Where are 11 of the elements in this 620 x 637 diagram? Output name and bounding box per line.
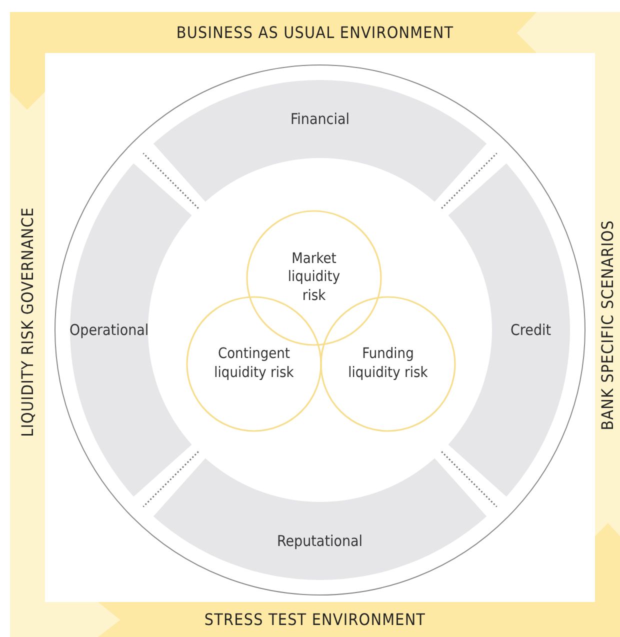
circle-label: Funding liquidity risk	[347, 345, 429, 383]
segment-label: Operational	[70, 321, 149, 339]
band-label: LIQUIDITY RISK GOVERNANCE	[18, 207, 37, 437]
segment-label: Reputational	[277, 532, 363, 550]
segment-label: Credit	[510, 321, 552, 339]
segment-label: Financial	[290, 110, 350, 128]
circle-label: Contingent liquidity risk	[213, 345, 295, 383]
circle-label: Market liquidity risk	[286, 250, 342, 306]
band-label: BUSINESS AS USUAL ENVIRONMENT	[176, 23, 454, 42]
band-label: BANK SPECIFIC SCENARIOS	[598, 220, 617, 430]
band-label: STRESS TEST ENVIRONMENT	[204, 610, 426, 629]
